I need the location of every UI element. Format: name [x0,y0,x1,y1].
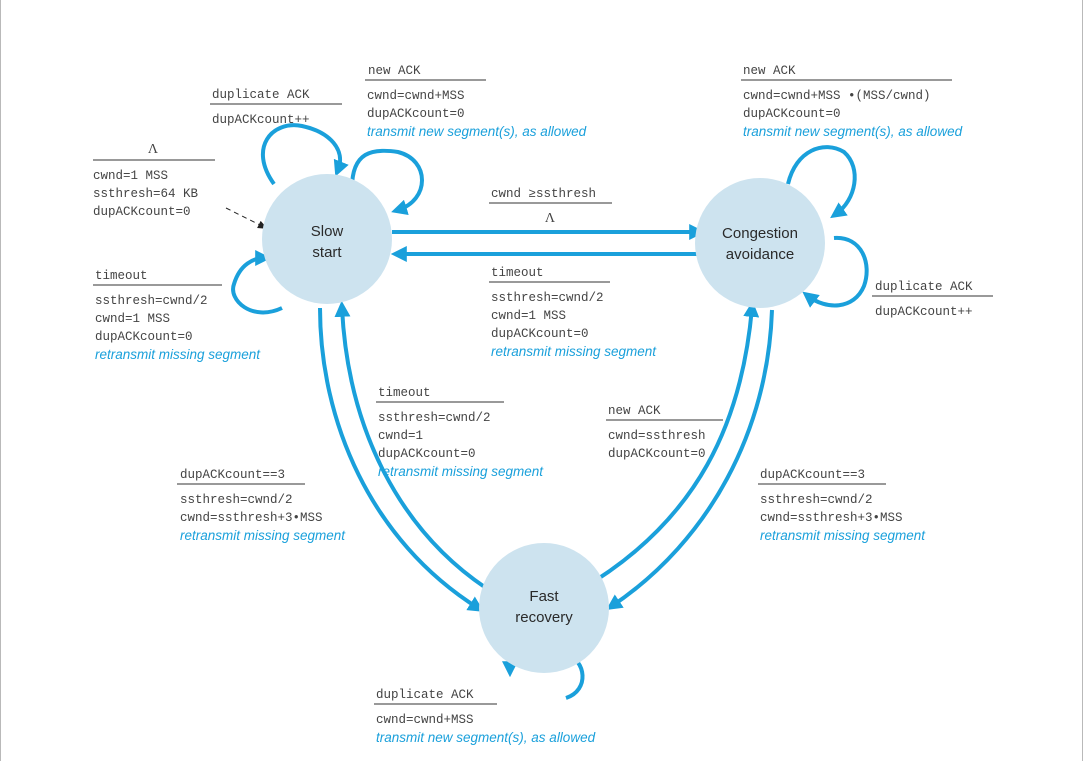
label-line: dupACKcount=0 [743,107,841,121]
label-action: retransmit missing segment [95,347,261,362]
ss-to-fr-arrow [318,307,485,612]
label-ca-to-ss: timeout ssthresh=cwnd/2 cwnd=1 MSS dupAC… [489,266,657,359]
label-line: cwnd=cwnd+MSS •(MSS/cwnd) [743,89,931,103]
label-ss-to-fr: dupACKcount==3 ssthresh=cwnd/2 cwnd=ssth… [177,468,346,543]
state-label-line1: Fast [529,588,559,605]
label-line: cwnd=1 MSS [491,309,566,323]
label-event: timeout [378,386,431,400]
label-ca-dup: duplicate ACK dupACKcount++ [872,280,993,319]
state-slow-start: Slow start [262,174,392,304]
state-congestion-avoidance: Congestion avoidance [695,178,825,308]
state-label-line2: start [312,244,342,261]
ss-dup-loop-arrow [260,123,349,186]
label-action: transmit new segment(s), as allowed [743,124,963,139]
ss-newack-loop-arrow [350,148,424,215]
label-event: timeout [491,266,544,280]
state-label-line1: Slow [311,223,344,240]
label-line: cwnd=cwnd+MSS [367,89,465,103]
label-line: Λ [545,211,556,226]
label-line: cwnd=1 MSS [95,312,170,326]
label-action: retransmit missing segment [760,528,926,543]
label-action: transmit new segment(s), as allowed [367,124,587,139]
label-line: cwnd=cwnd+MSS [376,713,474,727]
label-line: cwnd=ssthresh [608,429,706,443]
label-line: dupACKcount=0 [93,205,191,219]
ca-dup-loop-arrow [802,235,869,308]
label-line: cwnd=ssthresh+3•MSS [760,511,903,525]
label-line: ssthresh=cwnd/2 [378,411,491,425]
label-line: ssthresh=cwnd/2 [491,291,604,305]
label-event: Λ [148,142,159,157]
label-event: cwnd ≥ssthresh [491,187,596,201]
label-action: transmit new segment(s), as allowed [376,730,596,745]
label-line: dupACKcount=0 [367,107,465,121]
label-action: retransmit missing segment [378,464,544,479]
state-fast-recovery: Fast recovery [479,543,609,673]
label-event: timeout [95,269,148,283]
label-event: new ACK [368,64,421,78]
label-fr-dup: duplicate ACK cwnd=cwnd+MSS transmit new… [374,688,596,745]
label-ca-newack: new ACK cwnd=cwnd+MSS •(MSS/cwnd) dupACK… [741,64,963,139]
ca-to-fr-arrow [606,309,774,611]
label-line: ssthresh=64 KB [93,187,199,201]
ca-newack-loop-arrow [786,145,857,219]
label-action: retransmit missing segment [180,528,346,543]
label-event: duplicate ACK [212,88,310,102]
label-event: new ACK [743,64,796,78]
ss-timeout-loop-arrow [231,250,283,315]
label-line: dupACKcount++ [212,113,310,127]
label-ss-newack: new ACK cwnd=cwnd+MSS dupACKcount=0 tran… [365,64,587,139]
label-line: ssthresh=cwnd/2 [180,493,293,507]
label-line: cwnd=1 [378,429,423,443]
label-event: duplicate ACK [875,280,973,294]
label-line: cwnd=ssthresh+3•MSS [180,511,323,525]
label-action: retransmit missing segment [491,344,657,359]
label-line: cwnd=1 MSS [93,169,168,183]
label-ss-timeout: timeout ssthresh=cwnd/2 cwnd=1 MSS dupAC… [93,269,261,362]
label-line: ssthresh=cwnd/2 [95,294,208,308]
label-line: dupACKcount=0 [491,327,589,341]
state-label-line1: Congestion [722,225,798,242]
label-event: dupACKcount==3 [180,468,285,482]
label-ss-to-ca: cwnd ≥ssthresh Λ [489,187,612,226]
label-line: dupACKcount=0 [378,447,476,461]
label-line: dupACKcount=0 [608,447,706,461]
label-ca-to-fr: dupACKcount==3 ssthresh=cwnd/2 cwnd=ssth… [758,468,926,543]
init-arrow [225,207,268,229]
label-event: new ACK [608,404,661,418]
fr-to-ss-arrow [334,300,488,590]
label-fr-to-ss: timeout ssthresh=cwnd/2 cwnd=1 dupACKcou… [376,386,544,479]
state-label-line2: avoidance [726,246,794,263]
label-ss-dup: duplicate ACK dupACKcount++ [210,88,342,127]
state-label-line2: recovery [515,609,573,626]
label-fr-to-ca: new ACK cwnd=ssthresh dupACKcount=0 [606,404,723,461]
label-event: dupACKcount==3 [760,468,865,482]
fr-to-ca-arrow [578,300,760,592]
label-init: Λ cwnd=1 MSS ssthresh=64 KB dupACKcount=… [93,142,215,219]
label-event: duplicate ACK [376,688,474,702]
label-line: dupACKcount++ [875,305,973,319]
label-line: dupACKcount=0 [95,330,193,344]
label-line: ssthresh=cwnd/2 [760,493,873,507]
